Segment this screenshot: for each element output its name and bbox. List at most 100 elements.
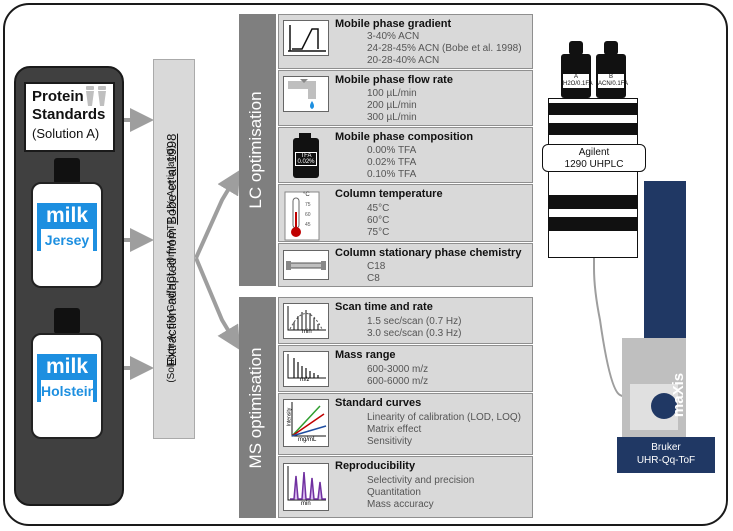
holstein-bottle-cap [54,308,80,334]
tfa-icon-text: TFA [300,153,312,159]
tfa-icon-percent: 0.02% [297,159,315,165]
faucet-icon [283,76,329,112]
ms-row-item: Selectivity and precision [367,475,475,486]
vials-icon [86,86,106,106]
solvent-b-bottle: B ACN/0.1FA [596,54,629,98]
ms-row-reproducibility: min Reproducibility Selectivity and prec… [278,456,533,518]
lc-row-item: 200 µL/min [367,100,417,111]
solvent-a-text: H2O/0.1FA [563,81,593,87]
lc-row-title: Mobile phase flow rate [335,74,453,86]
lc-row-item: 0.02% TFA [367,157,417,168]
ms-row-item: Linearity of calibration (LOD, LOQ) [367,412,521,423]
lc-row-item: C18 [367,261,386,272]
column-icon [283,250,329,280]
uhplc-label-line1: Agilent [578,147,610,158]
ms-row-item: 3.0 sec/scan (0.3 Hz) [367,328,462,339]
jersey-milk-word: milk [45,204,89,227]
lc-row-item: C8 [367,273,380,284]
holstein-breed: Holstein [41,380,96,402]
uhplc-stack [548,98,638,248]
lc-row-title: Mobile phase gradient [335,18,452,30]
uhplc-label-line2: 1290 UHPLC [564,159,624,170]
solvent-a-letter: A [573,74,578,80]
thermometer-unit: °C [303,192,310,198]
jersey-breed: Jersey [41,229,93,251]
ms-row-item: 1.5 sec/scan (0.7 Hz) [367,316,462,327]
lc-row-item: 0.00% TFA [367,145,417,156]
solvent-a-bottle: A H2O/0.1FA [561,54,593,98]
holstein-milk-word: milk [45,355,89,378]
uhplc-base [548,246,638,258]
lc-row-title: Column temperature [335,188,443,200]
lc-row-item: 60°C [367,215,390,226]
jersey-milk-label: milk Jersey [37,203,97,251]
solvent-b-text: ACN/0.1FA [598,81,629,87]
ms-row-item: Mass accuracy [367,499,434,510]
maxis-label: Bruker UHR-Qq-ToF [617,437,715,473]
maxis-label-line1: Bruker [651,442,681,453]
arrow-extraction-lc [194,169,241,259]
ms-row-title: Standard curves [335,397,422,409]
ms-tab [239,297,276,518]
scan-spectrum-icon: min [283,303,329,339]
ms-row-title: Scan time and rate [335,301,433,313]
lc-row-composition: TFA 0.02% Mobile phase composition 0.00%… [278,127,533,183]
lc-row-item: 45°C [367,203,390,214]
lc-row-flow-rate: Mobile phase flow rate 100 µL/min 200 µL… [278,70,533,126]
solvent-b-cap [604,41,618,55]
lc-row-item: 20-28-40% ACN [367,55,440,66]
thermometer-tick: 45 [305,222,311,228]
ms-row-scan-time: min Scan time and rate 1.5 sec/scan (0.7… [278,297,533,344]
ms-row-title: Reproducibility [335,460,416,472]
protein-standards-title: Protein Standards [32,88,105,124]
lc-row-item: 0.10% TFA [367,169,417,180]
chromatogram-icon-axis: min [301,501,311,507]
solvent-a-cap [569,41,583,55]
maxis-name: maXis [670,372,687,418]
lc-row-stationary-phase: Column stationary phase chemistry C18 C8 [278,243,533,287]
extraction-box [153,59,195,439]
jersey-bottle: milk Jersey [31,182,103,288]
chromatogram-icon: min [283,463,329,511]
ms-row-standard-curves: Intensity mg/mL Standard curves Linearit… [278,393,533,455]
thermometer-tick: 60 [305,212,311,218]
calibration-curve-icon: Intensity mg/mL [283,399,329,447]
lc-row-item: 24-28-45% ACN (Bobe et al. 1998) [367,43,522,54]
protein-standards-title-line1: Protein [32,88,84,105]
solvent-b-letter: B [608,74,613,80]
lc-row-title: Mobile phase composition [335,131,474,143]
lc-row-item: 75°C [367,227,390,238]
maxis-label-line2: UHR-Qq-ToF [636,455,696,466]
protein-standards-subtitle: (Solution A) [32,126,100,141]
mass-icon-axis: m/z [300,377,310,383]
lc-row-temperature: °C 75 60 45 Column temperature 45°C 60°C… [278,184,533,242]
maxis-inlet-icon [651,393,677,419]
lc-tab [239,14,276,286]
gradient-icon [283,20,329,56]
lc-row-gradient: Mobile phase gradient 3-40% ACN 24-28-45… [278,14,533,69]
lc-row-item: 100 µL/min [367,88,417,99]
mass-spectrum-icon: m/z [283,351,329,387]
scan-icon-axis: min [302,329,312,335]
jersey-bottle-cap [54,158,80,184]
ms-row-item: 600-3000 m/z [367,364,429,375]
thermometer-tick: 75 [305,202,311,208]
ms-row-item: 600-6000 m/z [367,376,429,387]
ms-row-item: Sensitivity [367,436,413,447]
uhplc-label: Agilent 1290 UHPLC [542,144,646,172]
tfa-bottle-icon: TFA 0.02% [283,133,329,178]
holstein-milk-label: milk Holstein [37,354,97,402]
lc-row-item: 3-40% ACN [367,31,420,42]
ms-row-title: Mass range [335,349,396,361]
thermometer-icon: °C 75 60 45 [283,190,329,241]
lc-row-title: Column stationary phase chemistry [335,247,522,259]
protein-standards-title-line2: Standards [32,106,106,123]
holstein-bottle: milk Holstein [31,333,103,439]
arrow-extraction-ms [194,257,241,351]
ms-row-item: Matrix effect [367,424,422,435]
ms-row-mass-range: m/z Mass range 600-3000 m/z 600-6000 m/z [278,345,533,392]
calibration-icon-axis: mg/mL [298,437,317,443]
ms-row-item: Quantitation [367,487,421,498]
lc-row-item: 300 µL/min [367,112,417,123]
